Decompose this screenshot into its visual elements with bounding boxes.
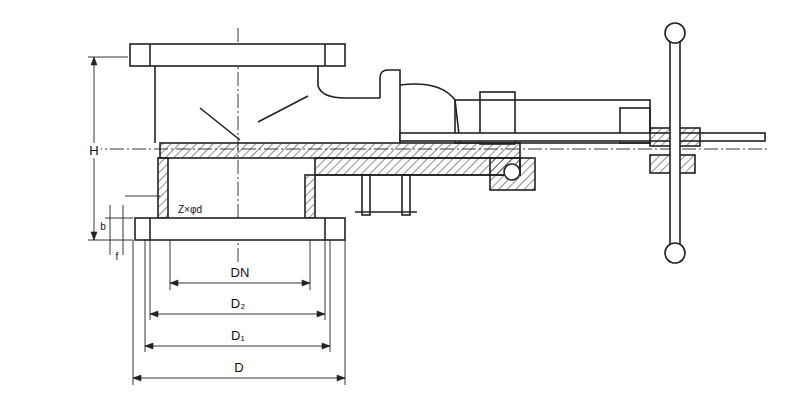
dimension-label: D₂ bbox=[229, 296, 247, 311]
dimension-label: H bbox=[87, 143, 100, 158]
dimension-label: DN bbox=[229, 265, 252, 280]
dimension-label: Z×φd bbox=[177, 204, 203, 215]
dimension-label: f bbox=[115, 251, 120, 262]
dimension-label: D bbox=[232, 360, 245, 375]
dimension-label: b bbox=[99, 221, 107, 232]
dimension-label: D₁ bbox=[229, 328, 247, 343]
